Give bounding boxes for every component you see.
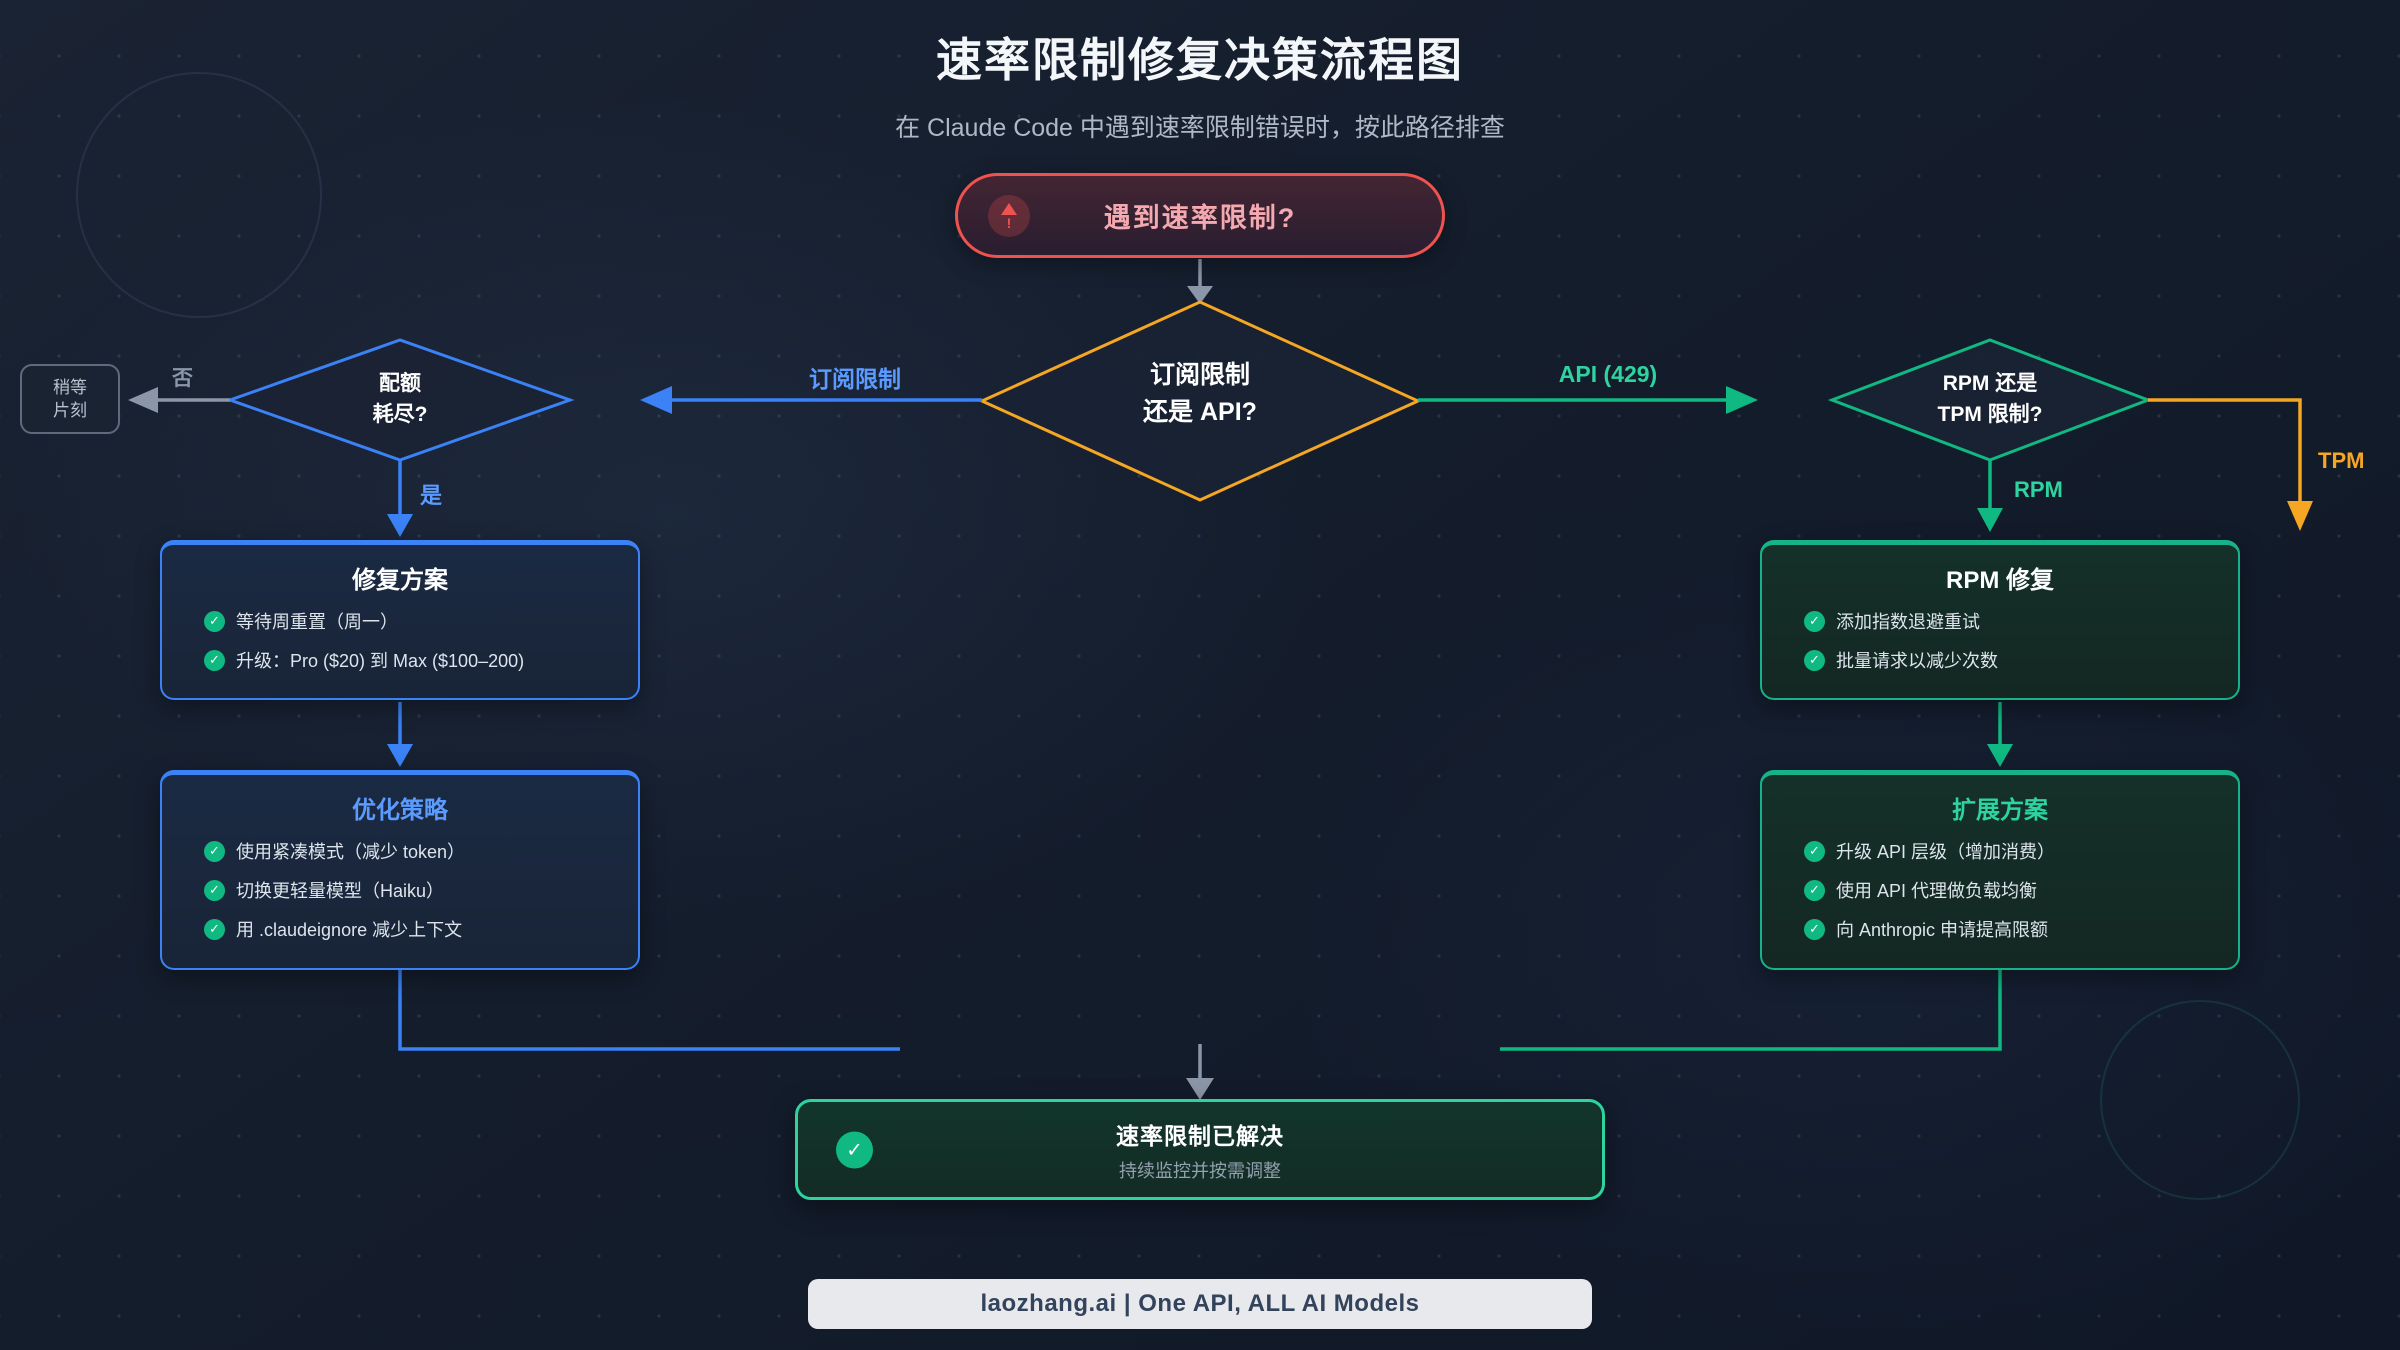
list-item: ✓ 批量请求以减少次数 — [1804, 647, 2218, 673]
list-item: ✓ 等待周重置（周一） — [204, 608, 618, 634]
decision-api-label: RPM 还是 TPM 限制? — [1880, 368, 2100, 430]
fix-box: 修复方案 ✓ 等待周重置（周一） ✓ 升级：Pro ($20) 到 Max ($10… — [160, 540, 640, 700]
decision-main-line1: 订阅限制 — [1149, 361, 1250, 389]
edge-label-no: 否 — [172, 367, 193, 390]
arrowhead-fix-to-optimize — [387, 744, 413, 767]
decision-api-line1: RPM 还是 — [1942, 372, 2038, 395]
decision-quota-label: 配额 耗尽? — [300, 368, 500, 430]
check-icon: ✓ — [1804, 879, 1825, 901]
list-item-text: 切换更轻量模型（Haiku） — [236, 881, 445, 901]
list-item: ✓ 使用紧凑模式（减少 token） — [204, 838, 618, 864]
list-item-text: 添加指数退避重试 — [1836, 612, 1980, 632]
optimize-box: 优化策略 ✓ 使用紧凑模式（减少 token） ✓ 切换更轻量模型（Haiku） ✓… — [160, 770, 640, 970]
check-icon: ✓ — [1804, 840, 1825, 862]
rpm-fix-box-list: ✓ 添加指数退避重试 ✓ 批量请求以减少次数 — [1782, 608, 2218, 673]
scale-box-title: 扩展方案 — [1952, 797, 2048, 824]
decision-quota-line1: 配额 — [379, 372, 421, 395]
decision-main-line2: 还是 API? — [1143, 398, 1257, 426]
wait-node-line2: 片刻 — [53, 401, 87, 420]
decision-quota-line2: 耗尽? — [372, 403, 428, 426]
decision-quota-diamond — [225, 338, 575, 462]
check-icon: ✓ — [1804, 610, 1825, 632]
rpm-fix-box-title: RPM 修复 — [1946, 567, 2054, 594]
edge-api-tpm — [2148, 398, 2302, 503]
check-icon: ✓ — [204, 649, 225, 671]
edge-optimize-to-result — [398, 970, 900, 1051]
success-check-icon: ✓ — [836, 1131, 873, 1168]
list-item: ✓ 添加指数退避重试 — [1804, 608, 2218, 634]
arrowhead-main-to-quota — [640, 386, 672, 414]
arrowhead-api-tpm — [2287, 501, 2313, 531]
list-item: ✓ 向 Anthropic 申请提高限额 — [1804, 916, 2218, 942]
list-item-text: 等待周重置（周一） — [236, 612, 398, 632]
optimize-box-list: ✓ 使用紧凑模式（减少 token） ✓ 切换更轻量模型（Haiku） ✓ 用 .cl… — [182, 838, 618, 942]
result-subtitle: 持续监控并按需调整 — [1119, 1160, 1281, 1181]
edge-label-subscription: 订阅限制 — [809, 366, 901, 392]
arrowhead-rpm-to-scale — [1987, 744, 2013, 767]
list-item-text: 升级 API 层级（增加消费） — [1836, 842, 2056, 862]
fix-box-list: ✓ 等待周重置（周一） ✓ 升级：Pro ($20) 到 Max ($100–200… — [182, 608, 618, 673]
start-node: ! 遇到速率限制? — [955, 173, 1445, 258]
footer-brand-badge: laozhang.ai | One API, ALL AI Models — [808, 1279, 1592, 1329]
fix-box-title: 修复方案 — [352, 567, 448, 594]
arrowhead-into-result — [1186, 1078, 1214, 1100]
list-item-text: 升级：Pro ($20) 到 Max ($100–200) — [236, 651, 525, 671]
decision-api-line2: TPM 限制? — [1937, 403, 2043, 426]
check-icon: ✓ — [1804, 918, 1825, 940]
list-item: ✓ 升级 API 层级（增加消费） — [1804, 838, 2218, 864]
warning-triangle-icon — [1001, 202, 1017, 215]
list-item-text: 使用紧凑模式（减少 token） — [236, 842, 466, 862]
start-node-label: 遇到速率限制? — [1103, 203, 1297, 233]
decorative-circle-top-left — [76, 72, 322, 318]
page-title: 速率限制修复决策流程图 — [936, 34, 1464, 86]
list-item-text: 向 Anthropic 申请提高限额 — [1836, 920, 2049, 940]
scale-box-list: ✓ 升级 API 层级（增加消费） ✓ 使用 API 代理做负载均衡 ✓ 向 Anth… — [1782, 838, 2218, 942]
check-icon: ✓ — [204, 879, 225, 901]
edge-label-yes: 是 — [420, 483, 443, 508]
rpm-fix-box: RPM 修复 ✓ 添加指数退避重试 ✓ 批量请求以减少次数 — [1760, 540, 2240, 700]
exclamation-mark-icon: ! — [1006, 214, 1012, 231]
arrowhead-start-to-main — [1187, 286, 1213, 304]
optimize-box-title: 优化策略 — [352, 797, 448, 824]
list-item-text: 批量请求以减少次数 — [1836, 651, 1998, 671]
check-icon: ✓ — [204, 840, 225, 862]
warning-up-icon: ! — [988, 194, 1030, 237]
decision-main-label: 订阅限制 还是 API? — [1040, 357, 1360, 431]
check-icon: ✓ — [1804, 649, 1825, 671]
result-title: 速率限制已解决 — [1116, 1122, 1284, 1149]
scale-box: 扩展方案 ✓ 升级 API 层级（增加消费） ✓ 使用 API 代理做负载均衡 ✓ 向… — [1760, 770, 2240, 970]
arrowhead-main-to-api — [1726, 386, 1758, 414]
edge-label-tpm: TPM — [2318, 448, 2365, 473]
wait-node: 稍等 片刻 — [20, 364, 120, 434]
page-subtitle: 在 Claude Code 中遇到速率限制错误时，按此路径排查 — [895, 114, 1505, 142]
list-item-text: 使用 API 代理做负载均衡 — [1836, 881, 2038, 901]
list-item: ✓ 切换更轻量模型（Haiku） — [204, 877, 618, 903]
check-icon: ✓ — [204, 610, 225, 632]
result-box: ✓ 速率限制已解决 持续监控并按需调整 — [795, 1099, 1605, 1200]
list-item-text: 用 .claudeignore 减少上下文 — [236, 920, 463, 940]
arrowhead-api-rpm — [1977, 508, 2003, 532]
edge-scale-to-result — [1500, 970, 2002, 1051]
list-item: ✓ 用 .claudeignore 减少上下文 — [204, 916, 618, 942]
arrowhead-quota-yes — [387, 514, 413, 537]
arrowhead-quota-no — [128, 387, 158, 413]
list-item: ✓ 升级：Pro ($20) 到 Max ($100–200) — [204, 647, 618, 673]
check-icon: ✓ — [204, 918, 225, 940]
edge-label-rpm: RPM — [2014, 477, 2063, 502]
decorative-circle-bottom-right — [2100, 1000, 2300, 1200]
edge-label-api-429: API (429) — [1558, 361, 1658, 387]
list-item: ✓ 使用 API 代理做负载均衡 — [1804, 877, 2218, 903]
wait-node-line1: 稍等 — [53, 378, 87, 397]
